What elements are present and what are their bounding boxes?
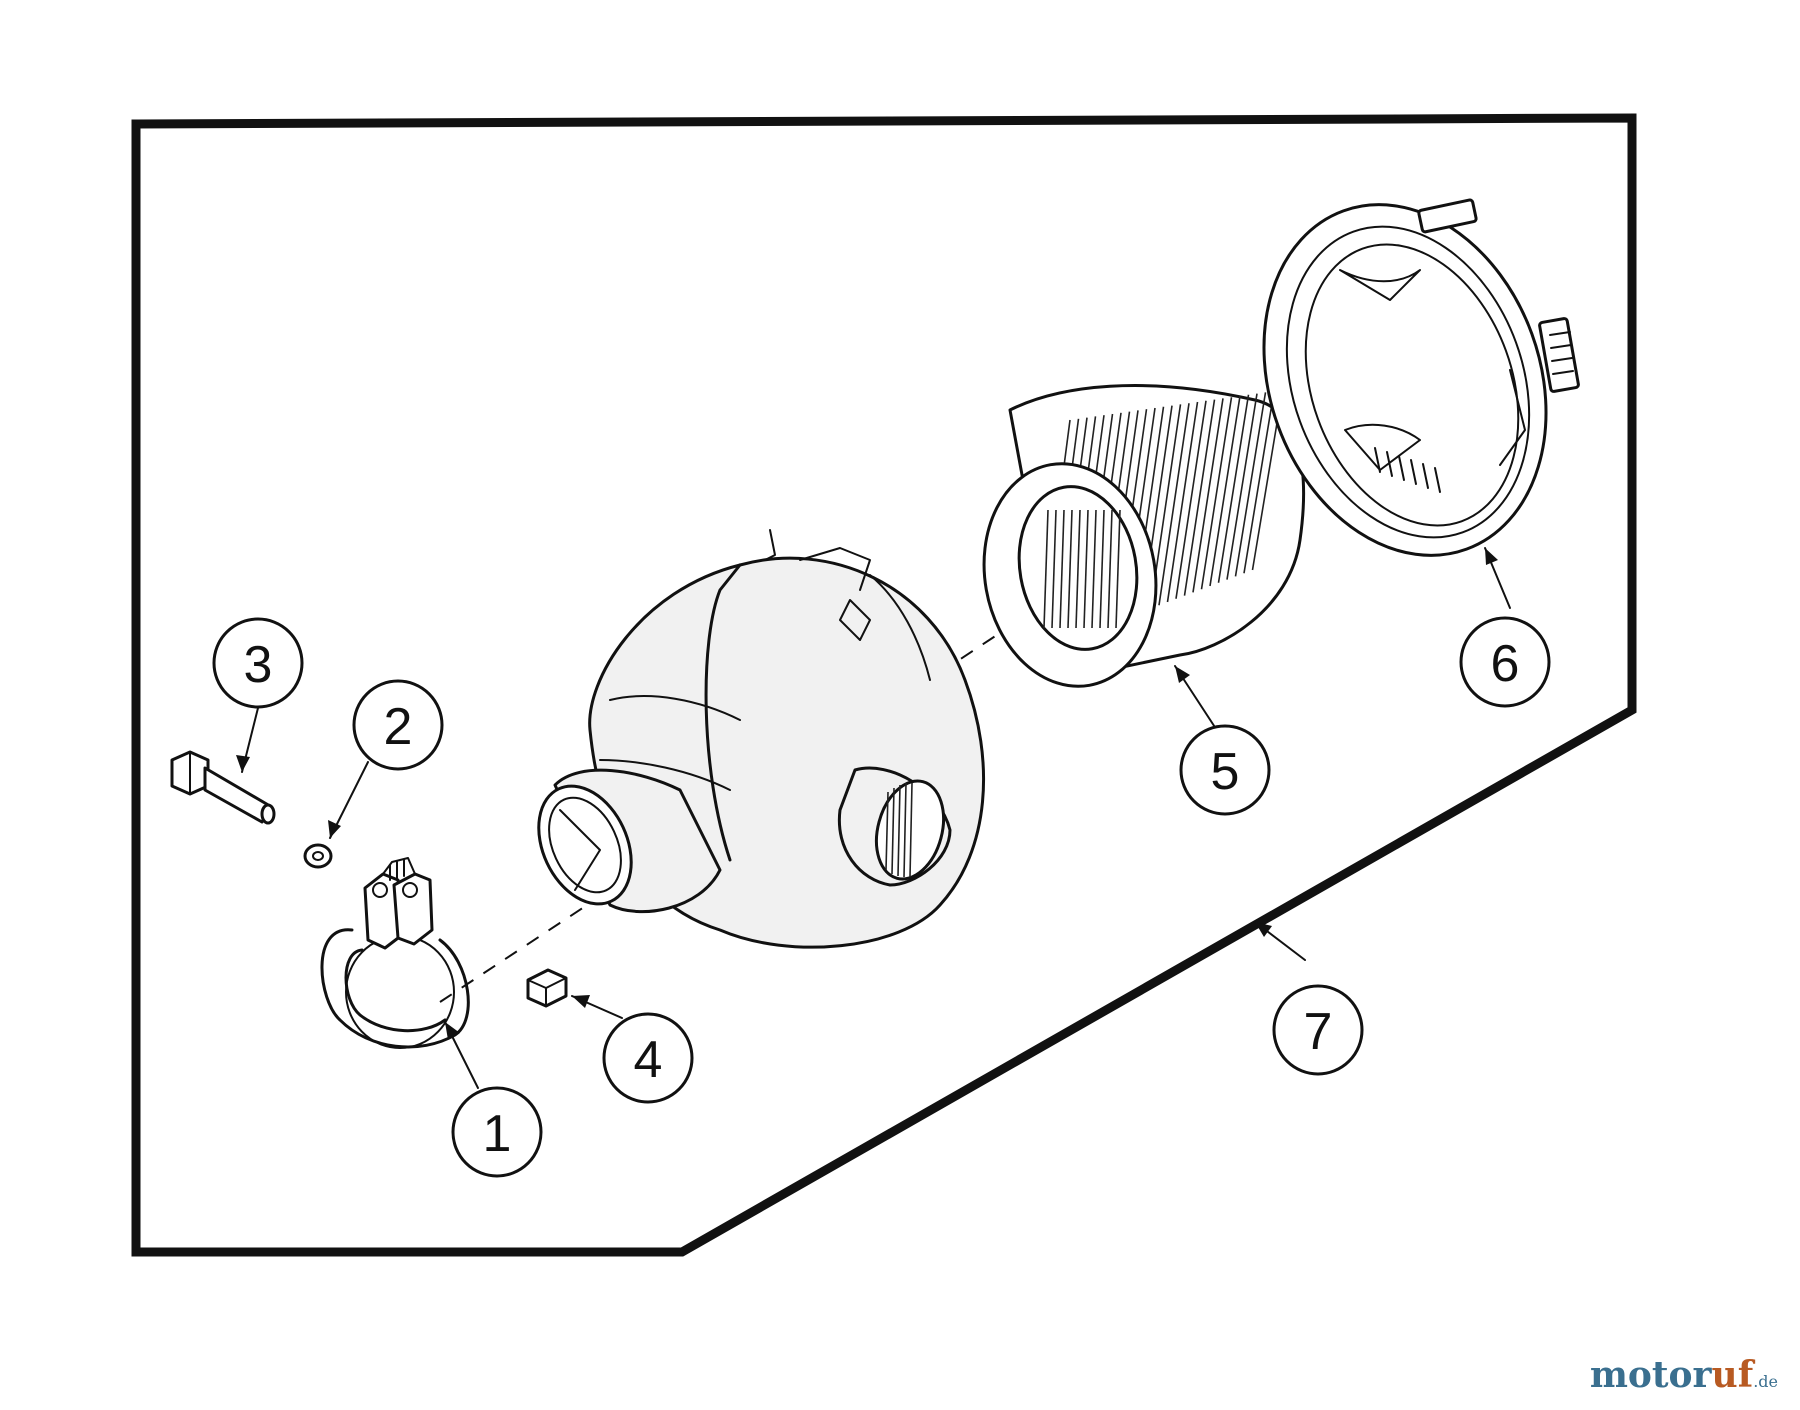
watermark-accent: uf (1711, 1354, 1754, 1396)
callout-2: 2 (352, 679, 444, 771)
pleat-line (1166, 401, 1199, 603)
pleat-line (1115, 509, 1121, 629)
pleat-line (1175, 400, 1207, 599)
callout-7: 7 (1272, 984, 1364, 1076)
kit-outline (131, 113, 1637, 1257)
bolt-part (170, 750, 276, 825)
hose-clamp-part (320, 857, 470, 1049)
pleat-line (1434, 467, 1441, 493)
pleat-line (1067, 509, 1073, 629)
pleat-line (1386, 451, 1393, 477)
pleat-line (1083, 509, 1089, 629)
pleat-line (1107, 509, 1113, 629)
pleat-line (1043, 509, 1049, 629)
outlet-threads (885, 782, 913, 878)
watermark-logo: motoruf.de (1590, 1354, 1778, 1396)
pleat-line (1422, 463, 1429, 489)
inner-pleats (1043, 509, 1121, 629)
watermark-main: motor (1589, 1354, 1712, 1396)
pleat-line (1183, 399, 1216, 596)
pleat-line (1398, 455, 1405, 481)
callout-2-label: 2 (384, 698, 413, 756)
callout-7-label: 7 (1304, 1003, 1333, 1061)
callout-1: 1 (451, 1086, 543, 1178)
pleat-line (1158, 403, 1190, 606)
pleat-line (1209, 395, 1241, 587)
pleat-line (1234, 392, 1267, 577)
callout-5: 5 (1179, 724, 1271, 816)
pleat-line (1051, 509, 1057, 629)
pleat-line (1226, 393, 1258, 580)
watermark-tld: .de (1753, 1372, 1778, 1391)
filter-element-part (982, 384, 1306, 688)
pleat-line (1374, 447, 1381, 473)
callout-4: 4 (602, 1012, 694, 1104)
callout-6: 6 (1459, 616, 1551, 708)
end-cover-part (1262, 198, 1580, 557)
washer-part (303, 843, 333, 869)
square-nut-part (526, 968, 568, 1008)
pleat-line (1099, 509, 1105, 629)
callout-5-label: 5 (1211, 743, 1240, 801)
callout-1-label: 1 (483, 1105, 512, 1163)
pleat-line (1217, 394, 1250, 583)
pleat-line (1091, 509, 1097, 629)
callout-6-label: 6 (1491, 635, 1520, 693)
callout-3-label: 3 (244, 636, 273, 694)
pleat-line (1059, 509, 1065, 629)
cover-ribs (1374, 447, 1441, 493)
pleat-line (1243, 391, 1275, 574)
pleat-line (1410, 459, 1417, 485)
pleat-line (1192, 398, 1224, 593)
pleat-line (1200, 397, 1233, 590)
leader-lines (236, 547, 1511, 1089)
air-cleaner-housing (537, 529, 985, 949)
callout-4-label: 4 (634, 1031, 663, 1089)
pleat-line (1075, 509, 1081, 629)
callout-3: 3 (212, 617, 304, 709)
